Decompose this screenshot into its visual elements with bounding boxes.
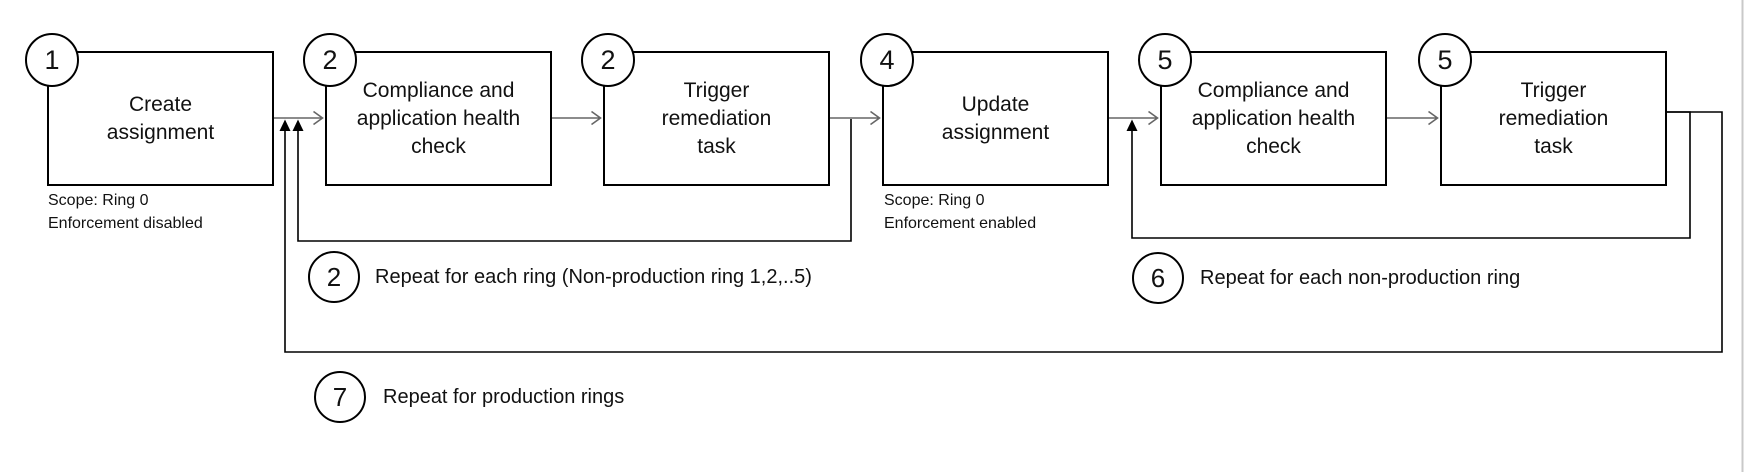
step-number: 5: [1157, 44, 1173, 75]
loop-badge-repeat-each-ring: 2: [308, 251, 360, 303]
box-update-assignment: Update assignment: [882, 51, 1109, 186]
arrow-box2-box3: [552, 110, 602, 126]
step-badge-trigger-remediation-2: 5: [1418, 33, 1472, 87]
arrow-box3-box4: [830, 110, 881, 126]
loop-label-repeat-production-rings: Repeat for production rings: [383, 386, 625, 408]
loop-badge-repeat-nonproduction-ring: 6: [1132, 252, 1184, 304]
note-create-assignment: Scope: Ring 0 Enforcement disabled: [48, 192, 203, 232]
loop-line-repeat-each-ring: [297, 119, 852, 242]
box-create-assignment-label: Create assignment: [106, 92, 215, 144]
loop-arrowhead-repeat-nonproduction-ring: [1126, 119, 1138, 131]
step-badge-update-assignment: 4: [860, 33, 914, 87]
box-compliance-check-2: Compliance and application health check: [1160, 51, 1387, 186]
loop-label-repeat-each-ring: Repeat for each ring (Non-production rin…: [375, 266, 812, 288]
loop-badge-repeat-production-rings: 7: [314, 371, 366, 423]
arrow-box1-box2: [274, 110, 324, 126]
step-number: 4: [879, 44, 895, 75]
step-number: 5: [1437, 44, 1453, 75]
loop-number: 7: [332, 382, 348, 412]
box-trigger-remediation-1: Trigger remediation task: [603, 51, 830, 186]
loop-number: 2: [326, 262, 342, 292]
note-update-assignment: Scope: Ring 0 Enforcement enabled: [884, 192, 1037, 232]
box-trigger-remediation-1-label: Trigger remediation task: [661, 78, 772, 158]
step-number: 2: [322, 44, 338, 75]
loop-line-repeat-production-rings: [284, 111, 1723, 353]
loop-label-repeat-nonproduction-ring: Repeat for each non-production ring: [1200, 267, 1521, 289]
loop-number: 6: [1150, 263, 1166, 293]
box-compliance-check-2-label: Compliance and application health check: [1191, 78, 1356, 158]
loop-arrowhead-repeat-each-ring: [292, 119, 304, 131]
box-trigger-remediation-2: Trigger remediation task: [1440, 51, 1667, 186]
box-compliance-check-1-label: Compliance and application health check: [356, 78, 521, 158]
step-number: 1: [44, 44, 60, 75]
arrow-box5-box6: [1387, 110, 1439, 126]
step-number: 2: [600, 44, 616, 75]
loop-arrowhead-repeat-production-rings: [279, 119, 291, 131]
box-create-assignment: Create assignment: [47, 51, 274, 186]
box-trigger-remediation-2-label: Trigger remediation task: [1498, 78, 1609, 158]
box-update-assignment-label: Update assignment: [941, 92, 1050, 144]
step-badge-compliance-check-2: 5: [1138, 33, 1192, 87]
box-compliance-check-1: Compliance and application health check: [325, 51, 552, 186]
step-badge-trigger-remediation-1: 2: [581, 33, 635, 87]
arrow-box4-box5: [1109, 110, 1159, 126]
step-badge-create-assignment: 1: [25, 33, 79, 87]
step-badge-compliance-check-1: 2: [303, 33, 357, 87]
